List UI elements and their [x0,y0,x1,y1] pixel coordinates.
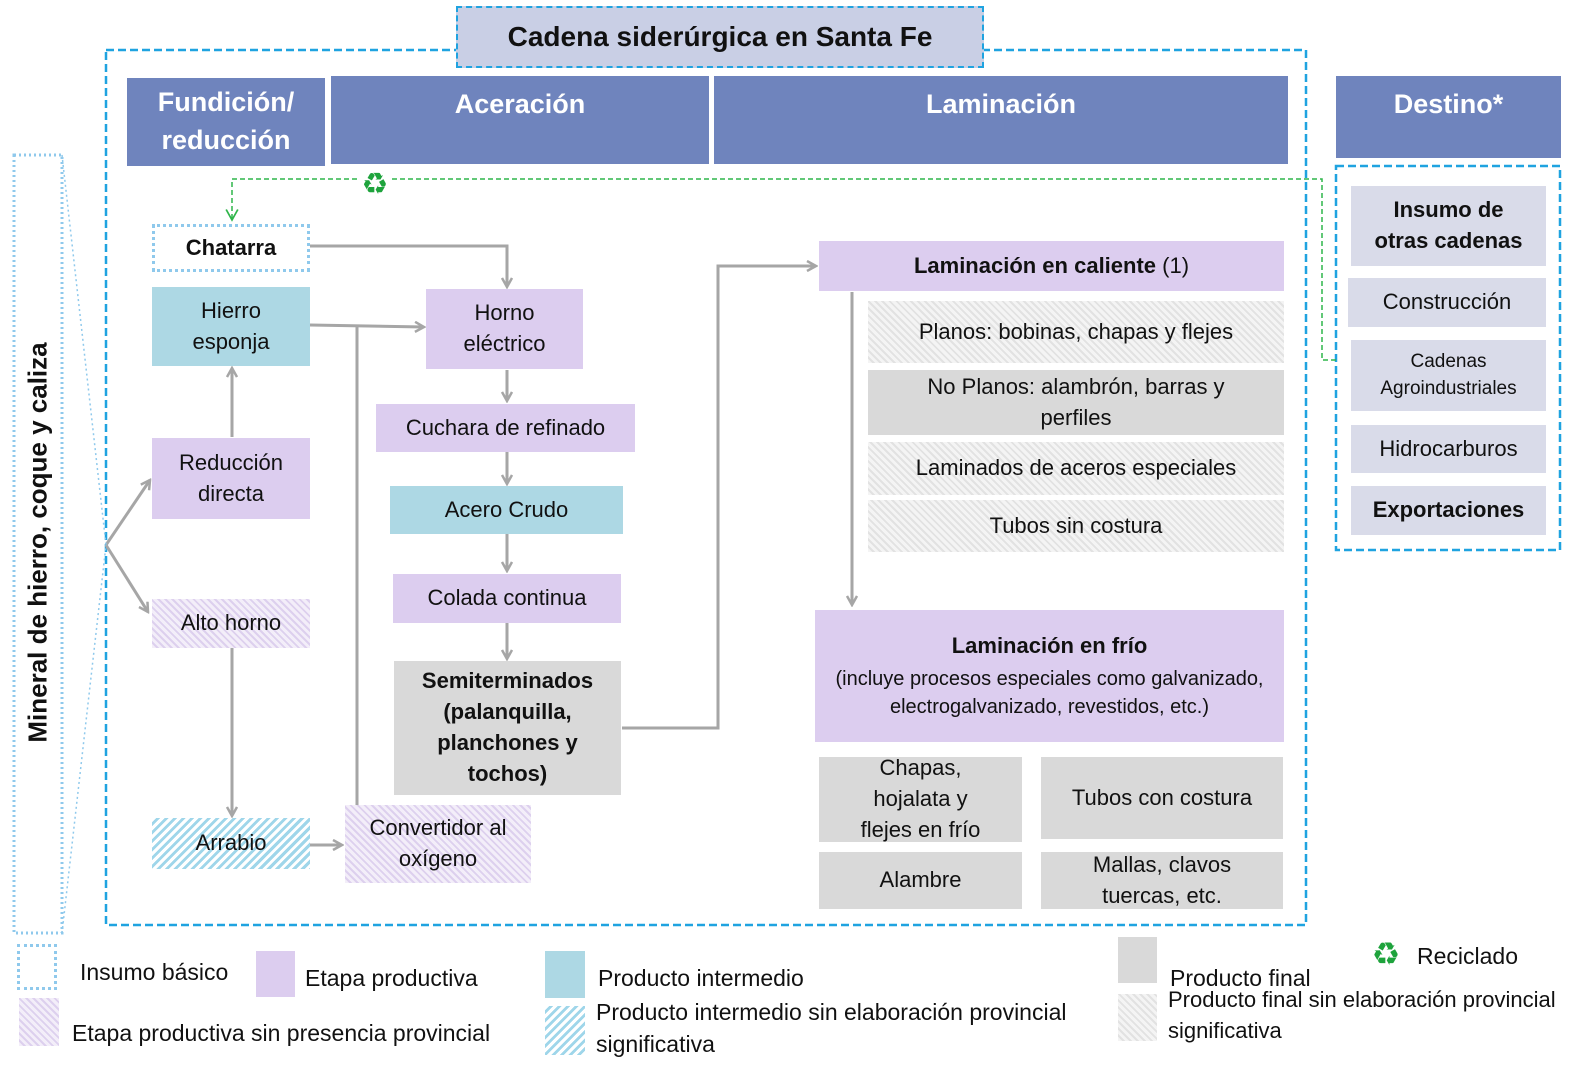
legend-recycle-icon: ♻ [1371,936,1401,972]
legend-swatch-intermedio [545,951,585,998]
legend-final-sin: Producto final sin elaboración provincia… [1168,987,1556,1043]
legend-etapa-productiva: Etapa productiva [305,965,478,991]
destino-exportaciones-label: Exportaciones [1372,497,1525,523]
header-destino-label: Destino* [1393,89,1504,119]
header-laminacion-label: Laminación [925,89,1077,119]
header-destino: Destino* [1336,76,1561,158]
diagram-title: Cadena siderúrgica en Santa Fe [456,6,984,68]
node-horno-electrico-label: Horno eléctrico [463,300,546,356]
node-convertidor: Convertidor al oxígeno [345,805,531,883]
diagram-title-text: Cadena siderúrgica en Santa Fe [507,21,933,53]
legend-intermedio-sin: Producto intermedio sin elaboración prov… [596,999,1067,1058]
node-alambre-label: Alambre [879,867,962,893]
node-lam-caliente-text: Laminación en caliente (1) [914,251,1189,282]
node-lam-caliente: Laminación en caliente (1) [819,241,1284,291]
node-semiterminados: Semiterminados (palanquilla, planchones … [394,661,621,795]
legend-insumo-basico: Insumo básico [80,959,229,985]
node-lam-frio-title: Laminación en frío [951,632,1148,658]
destino-construccion: Construcción [1348,278,1546,327]
node-convertidor-label: Convertidor al oxígeno [369,815,507,871]
legend-swatch-final [1118,937,1157,983]
node-lam-caliente-note: (1) [1156,252,1190,278]
node-alto-horno: Alto horno [152,599,310,648]
recycle-line [225,178,1336,361]
destino-hidrocarburos-label: Hidrocarburos [1379,435,1518,461]
node-cuchara-label: Cuchara de refinado [405,414,606,440]
node-especiales: Laminados de aceros especiales [868,442,1284,495]
node-chatarra-label: Chatarra [185,234,277,260]
header-aceracion: Aceración [331,76,709,164]
node-hierro-esponja-label: Hierro esponja [192,297,270,354]
input-label-text: Mineral de hierro, coque y caliza [22,342,53,743]
input-frame [12,153,64,935]
recycle-icon: ♻ [358,168,392,202]
destino-agro: Cadenas Agroindustriales [1351,340,1546,411]
node-tubos-sin-label: Tubos sin costura [989,512,1163,538]
node-colada: Colada continua [393,574,621,623]
node-planos: Planos: bobinas, chapas y flejes [868,301,1284,363]
destino-insumo: Insumo de otras cadenas [1351,186,1546,266]
destino-hidrocarburos: Hidrocarburos [1351,425,1546,473]
node-semiterminados-label: Semiterminados (palanquilla, planchones … [421,668,594,786]
node-colada-label: Colada continua [427,585,587,611]
node-chapas-frio: Chapas, hojalata y flejes en frío [819,755,1022,842]
node-lam-frio-desc: (incluye procesos especiales como galvan… [835,668,1264,719]
node-no-planos: No Planos: alambrón, barras y perfiles [868,370,1284,435]
node-tubos-con: Tubos con costura [1041,757,1283,839]
node-cuchara: Cuchara de refinado [376,404,635,452]
node-chapas-frio-label: Chapas, hojalata y flejes en frío [860,755,981,842]
node-alambre: Alambre [819,852,1022,909]
node-arrabio: Arrabio [152,818,310,869]
node-especiales-label: Laminados de aceros especiales [915,455,1237,481]
destino-agro-label: Cadenas Agroindustriales [1380,350,1517,399]
destino-construccion-label: Construcción [1382,289,1512,315]
node-tubos-con-label: Tubos con costura [1071,784,1253,810]
legend-producto-final: Producto final [1170,965,1311,991]
destino-exportaciones: Exportaciones [1351,486,1546,535]
legend-producto-intermedio: Producto intermedio [598,965,804,991]
legend-swatch-etapa [256,951,295,997]
legend-reciclado: Reciclado [1417,943,1518,969]
node-lam-frio: Laminación en frío (incluye procesos esp… [815,610,1284,742]
node-arrabio-label: Arrabio [195,830,267,856]
node-acero-crudo: Acero Crudo [390,486,623,534]
header-fundicion: Fundición/ reducción [127,78,325,166]
node-alto-horno-label: Alto horno [180,610,282,636]
legend-swatch-insumo [17,944,57,990]
node-reduccion-directa: Reducción directa [152,438,310,519]
node-mallas: Mallas, clavos tuercas, etc. [1041,852,1283,909]
node-hierro-esponja: Hierro esponja [152,287,310,366]
destino-frame [1334,164,1562,552]
legend-etapa-sin: Etapa productiva sin presencia provincia… [72,1020,491,1046]
header-laminacion: Laminación [714,76,1288,164]
node-lam-caliente-title: Laminación en caliente [913,252,1157,278]
node-mallas-label: Mallas, clavos tuercas, etc. [1092,851,1232,908]
node-no-planos-label: No Planos: alambrón, barras y perfiles [927,373,1225,430]
legend-swatch-intermedio-sin [545,1006,585,1055]
node-tubos-sin: Tubos sin costura [868,500,1284,552]
destino-insumo-label: Insumo de otras cadenas [1374,197,1523,253]
header-aceracion-label: Aceración [454,89,586,119]
node-chatarra: Chatarra [152,224,310,272]
legend-swatch-final-sin [1118,994,1157,1041]
header-fundicion-label: Fundición/ reducción [157,87,295,155]
node-reduccion-directa-label: Reducción directa [179,449,283,506]
node-horno-electrico: Horno eléctrico [426,289,583,369]
legend-swatch-etapa-sin [19,998,59,1046]
node-acero-crudo-label: Acero Crudo [444,496,569,522]
node-planos-label: Planos: bobinas, chapas y flejes [918,318,1234,344]
